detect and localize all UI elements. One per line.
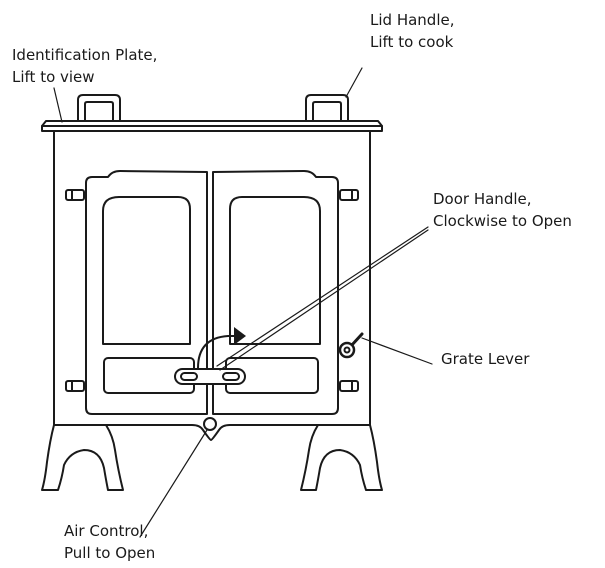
leader-door-handle-b <box>219 229 429 371</box>
leader-air-control <box>139 429 208 538</box>
label-air-control-line1: Air Control, <box>64 522 149 540</box>
door-handle <box>174 368 246 385</box>
hinge-left-top <box>65 189 85 201</box>
leader-grate-lever <box>361 337 433 365</box>
stove-leg-left <box>41 424 124 491</box>
label-air-control-line2: Pull to Open <box>64 544 156 562</box>
label-door-handle-line2: Clockwise to Open <box>433 212 572 230</box>
leader-identification-plate <box>53 87 63 123</box>
label-identification-plate-line2: Lift to view <box>12 68 95 86</box>
leader-door-handle-a <box>216 226 429 367</box>
hinge-right-bottom <box>339 380 359 392</box>
stove-body <box>53 130 371 441</box>
clockwise-arrow-icon <box>197 327 246 369</box>
air-control <box>203 417 217 431</box>
grate-lever <box>338 332 364 359</box>
label-air-control: Air Control, Pull to Open <box>64 520 155 564</box>
leader-lid-handle <box>345 67 363 98</box>
leader-lines <box>53 67 433 538</box>
stove-lid <box>41 120 383 132</box>
label-lid-handle: Lid Handle, Lift to cook <box>370 9 454 53</box>
label-door-handle-line1: Door Handle, <box>433 190 532 208</box>
lid-handle-left <box>77 94 121 122</box>
label-identification-plate: Identification Plate, Lift to view <box>12 44 157 88</box>
label-identification-plate-line1: Identification Plate, <box>12 46 158 64</box>
hinge-right-top <box>339 189 359 201</box>
label-door-handle: Door Handle, Clockwise to Open <box>433 188 572 232</box>
door-left <box>85 170 208 415</box>
label-lid-handle-line2: Lift to cook <box>370 33 454 51</box>
hinge-left-bottom <box>65 380 85 392</box>
lid-handle-right <box>305 94 349 122</box>
stove-leg-right <box>300 424 383 491</box>
label-grate-lever-line1: Grate Lever <box>441 350 530 368</box>
label-lid-handle-line1: Lid Handle, <box>370 11 455 29</box>
label-grate-lever: Grate Lever <box>441 348 529 370</box>
